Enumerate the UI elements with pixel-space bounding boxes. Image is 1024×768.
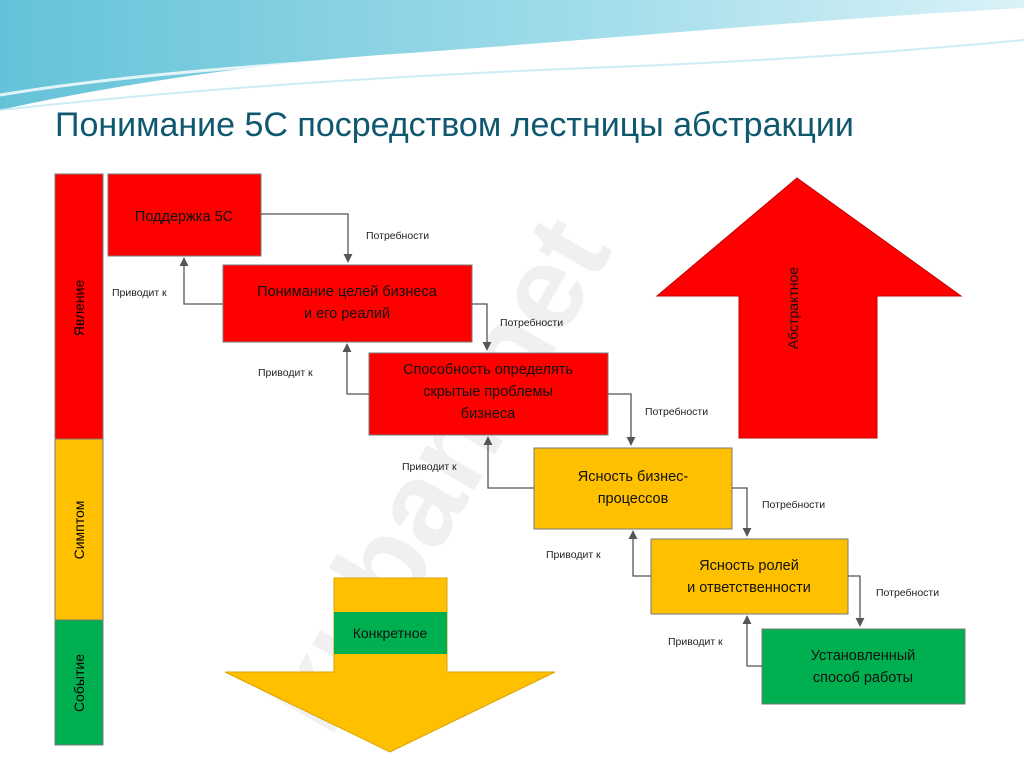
leads-label: Приводит к bbox=[402, 461, 457, 473]
ladder-box bbox=[107, 173, 262, 257]
needs-connector bbox=[261, 213, 353, 263]
leads-connector bbox=[179, 257, 223, 305]
concrete-arrow-band bbox=[334, 612, 447, 654]
ladder-step-4: Ясность бизнес- процессов bbox=[533, 447, 733, 530]
needs-label: Потребности bbox=[500, 317, 563, 329]
ladder-step-3: Способность определять скрытые проблемы … bbox=[368, 352, 609, 436]
slide-title: Понимание 5С посредством лестницы абстра… bbox=[55, 106, 854, 144]
ladder-box-text: и его реалий bbox=[304, 306, 390, 322]
level-segment-phenomenon bbox=[54, 173, 104, 440]
concrete-arrow: Конкретное bbox=[224, 577, 556, 753]
needs-label: Потребности bbox=[645, 406, 708, 418]
level-segment-symptom bbox=[54, 438, 104, 621]
ladder-box-text: Ясность бизнес- bbox=[578, 469, 689, 485]
ladder-box bbox=[533, 447, 733, 530]
ladder-box-text: Ясность ролей bbox=[699, 558, 799, 574]
needs-label: Потребности bbox=[762, 499, 825, 511]
abstract-arrow-shape bbox=[655, 177, 963, 439]
abstract-arrow-label: Абстрактное bbox=[785, 267, 801, 349]
ladder-box-text: бизнеса bbox=[461, 406, 516, 422]
ladder-box-text: Поддержка 5С bbox=[135, 209, 233, 225]
ladder-box-text: Способность определять bbox=[403, 362, 573, 378]
ladder-box-text: и ответственности bbox=[687, 580, 811, 596]
leads-label: Приводит к bbox=[258, 367, 313, 379]
needs-connectors: Потребности Потребности Потребности Потр… bbox=[261, 213, 939, 627]
ladder-step-1: Поддержка 5С bbox=[107, 173, 262, 257]
needs-label: Потребности bbox=[876, 587, 939, 599]
ladder-box-text: процессов bbox=[598, 491, 669, 507]
abstract-arrow: Абстрактное bbox=[655, 177, 963, 439]
ladder-step-6: Установленный способ работы bbox=[761, 628, 966, 705]
concrete-arrow-label: Конкретное bbox=[353, 625, 428, 641]
level-label-event: Событие bbox=[71, 654, 87, 712]
ladder-box bbox=[650, 538, 849, 615]
level-label-phenomenon: Явление bbox=[71, 280, 87, 337]
ladder-step-2: Понимание целей бизнеса и его реалий bbox=[222, 264, 473, 343]
leads-connector bbox=[628, 530, 651, 577]
leads-connector bbox=[483, 436, 534, 489]
ladder-box-text: Установленный bbox=[811, 648, 916, 664]
leads-label: Приводит к bbox=[546, 549, 601, 561]
ladder-box-text: Понимание целей бизнеса bbox=[257, 284, 438, 300]
ladder-box bbox=[222, 264, 473, 343]
ladder-box-text: скрытые проблемы bbox=[423, 384, 553, 400]
ladder-box bbox=[761, 628, 966, 705]
needs-connector bbox=[732, 487, 752, 537]
needs-label: Потребности bbox=[366, 230, 429, 242]
needs-connector bbox=[608, 393, 636, 446]
level-label-symptom: Симптом bbox=[71, 501, 87, 560]
leads-label: Приводит к bbox=[668, 636, 723, 648]
leads-connector bbox=[342, 343, 369, 395]
concrete-arrow-shape bbox=[224, 577, 556, 753]
leads-label: Приводит к bbox=[112, 287, 167, 299]
ladder-step-5: Ясность ролей и ответственности bbox=[650, 538, 849, 615]
ladder-box-text: способ работы bbox=[813, 670, 913, 686]
header-wave bbox=[0, 0, 1024, 111]
needs-connector bbox=[848, 575, 865, 627]
leads-connector bbox=[742, 615, 762, 667]
level-segment-event bbox=[54, 619, 104, 746]
needs-connector bbox=[472, 303, 492, 351]
level-bar: Явление Симптом Событие bbox=[54, 173, 104, 746]
leads-connectors: Приводит к Приводит к Приводит к Приводи… bbox=[112, 257, 762, 667]
